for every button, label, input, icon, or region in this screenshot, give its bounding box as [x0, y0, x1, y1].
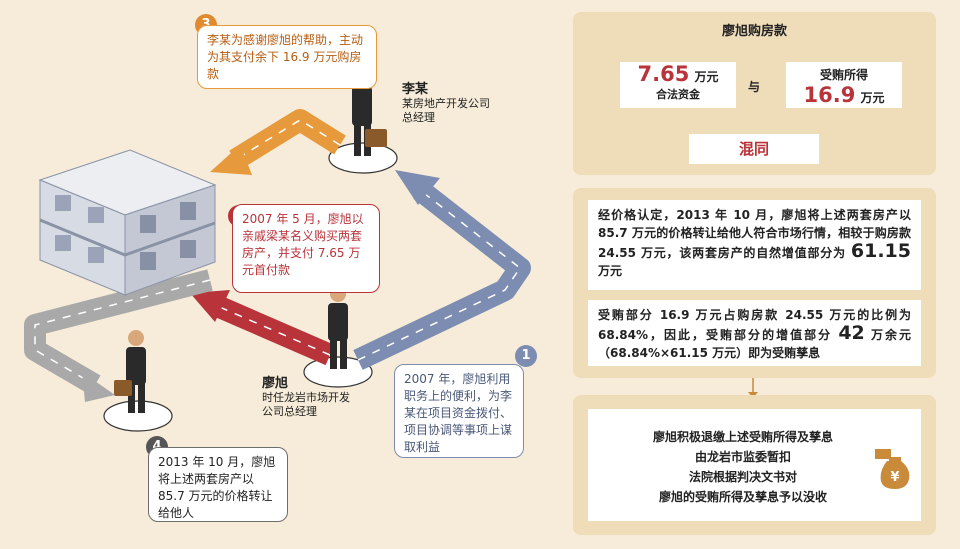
arrow-road-3 [229, 109, 346, 170]
arrow-road-2-dash [214, 304, 331, 356]
arrow-head-1 [395, 170, 440, 205]
platform-liao [303, 356, 373, 388]
bubble-step-3: 李某为感谢廖旭的帮助，主动为其支付余下 16.9 万元购房款 [197, 25, 377, 89]
arrow-road-1-dash [357, 189, 522, 361]
bubble-step-1: 2007 年，廖旭利用职务上的便利，为李某在项目资金拨付、项目协调等事项上谋取利… [394, 364, 524, 458]
arrow-head-3 [210, 145, 252, 175]
confiscation-line-1: 廖旭积极退缴上述受贿所得及孳息 [652, 430, 833, 444]
appreciation-text: 经价格认定，2013 年 10 月，廖旭将上述两套房产以 85.7 万元的价格转… [598, 208, 911, 260]
confiscation-text-box: 廖旭积极退缴上述受贿所得及孳息 由龙岩市监委暂扣 法院根据判决文书对 廖旭的受贿… [588, 409, 921, 521]
bubble-step-4: 2013 年 10 月，廖旭将上述两套房产以 85.7 万元的价格转让给他人 [148, 447, 288, 522]
bribe-unit: 万元 [860, 91, 885, 105]
label-li-title1: 某房地产开发公司 [402, 97, 490, 110]
label-liao-name: 廖旭 [262, 376, 289, 391]
and-connector: 与 [748, 80, 761, 94]
mixed-box: 混同 [689, 134, 819, 164]
bribe-interest-value: 42 [838, 322, 865, 344]
arrow-road-3-dash [234, 119, 341, 161]
label-liao: 廖旭 时任龙岩市场开发 公司总经理 [262, 377, 350, 419]
label-liao-title2: 公司总经理 [262, 405, 317, 418]
bribe-label: 受贿所得 [819, 68, 868, 82]
label-li: 李某 某房地产开发公司 总经理 [402, 83, 490, 125]
panel1-title: 廖旭购房款 [721, 24, 787, 39]
panel-appreciation: 经价格认定，2013 年 10 月，廖旭将上述两套房产以 85.7 万元的价格转… [573, 188, 936, 378]
panel-purchase-funds: 廖旭购房款 7.65 万元 合法资金 与 受贿所得 16.9 万元 混同 [573, 12, 936, 175]
bribe-ratio-text-b: 万余元（68.84%×61.15 万元）即为受贿孳息 [598, 328, 911, 360]
bribe-ratio-text-a: 受贿部分 16.9 万元占购房款 24.55 万元的比例为 68.84%，因此，… [598, 308, 911, 342]
platform-li [328, 142, 398, 174]
panel-confiscation: 廖旭积极退缴上述受贿所得及孳息 由龙岩市监委暂扣 法院根据判决文书对 廖旭的受贿… [573, 395, 936, 535]
appreciation-unit: 万元 [598, 264, 623, 278]
person-buyer-figure [114, 330, 146, 413]
bubble-step-2: 2007 年 5 月，廖旭以亲戚梁某名义购买两套房产，并支付 7.65 万元首付… [232, 204, 380, 293]
step-badge-1: 1 [515, 345, 537, 367]
label-li-title2: 总经理 [402, 111, 435, 124]
confiscation-line-4: 廖旭的受贿所得及孳息予以没收 [658, 490, 827, 504]
appreciation-text-box: 经价格认定，2013 年 10 月，廖旭将上述两套房产以 85.7 万元的价格转… [588, 200, 921, 290]
arrow-road-4 [24, 269, 213, 395]
legal-label: 合法资金 [656, 88, 700, 101]
arrow-road-4-dash [34, 279, 211, 386]
label-liao-title1: 时任龙岩市场开发 [262, 391, 350, 404]
building-icon [38, 149, 217, 296]
legal-funds-box: 7.65 万元 合法资金 [620, 62, 736, 108]
legal-unit: 万元 [694, 70, 719, 84]
confiscation-line-2: 由龙岩市监委暂扣 [694, 450, 791, 464]
legal-amount: 7.65 [637, 62, 690, 86]
arrow-head-4 [82, 372, 115, 402]
money-symbol: ¥ [890, 470, 899, 485]
appreciation-value: 61.15 [850, 240, 911, 262]
bribe-ratio-text-box: 受贿部分 16.9 万元占购房款 24.55 万元的比例为 68.84%，因此，… [588, 300, 921, 366]
money-bag-icon: ¥ [875, 449, 910, 489]
person-li-figure [352, 69, 387, 156]
bribe-amount: 16.9 [803, 83, 856, 107]
arrow-head-2 [190, 290, 230, 322]
bribe-funds-box: 受贿所得 16.9 万元 [786, 62, 902, 108]
confiscation-line-3: 法院根据判决文书对 [688, 470, 797, 484]
arrow-road-1 [353, 181, 531, 370]
confiscation-lines: 廖旭积极退缴上述受贿所得及孳息 由龙岩市监委暂扣 法院根据判决文书对 廖旭的受贿… [608, 427, 878, 507]
label-li-name: 李某 [402, 82, 429, 97]
person-liao-figure [328, 286, 348, 369]
